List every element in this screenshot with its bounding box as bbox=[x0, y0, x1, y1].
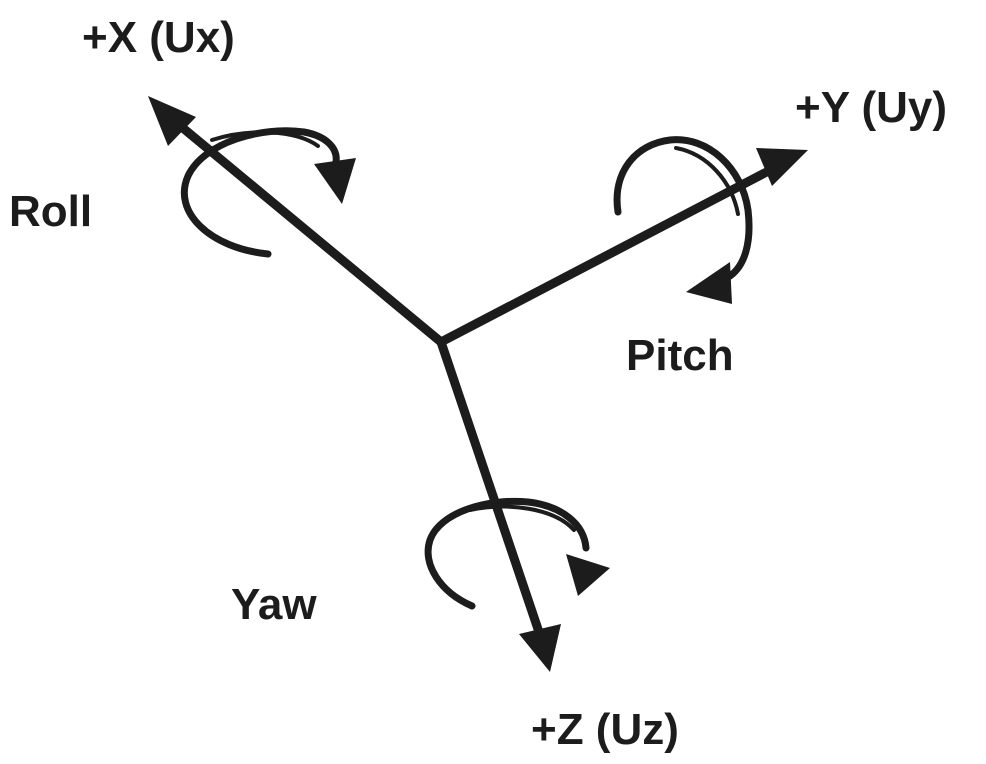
y-axis bbox=[436, 148, 808, 347]
x-axis-line bbox=[167, 114, 446, 347]
y-axis-arrowhead bbox=[756, 148, 808, 186]
yaw-rotation-arrow bbox=[424, 497, 610, 610]
x-axis-arrowhead bbox=[148, 96, 196, 146]
z-axis-label: +Z (Uz) bbox=[531, 705, 679, 754]
roll-label: Roll bbox=[9, 187, 93, 236]
roll-rotation-arrow bbox=[180, 127, 356, 258]
pitch-label: Pitch bbox=[626, 331, 734, 380]
x-axis bbox=[148, 96, 446, 347]
z-axis-arrowhead bbox=[519, 624, 561, 672]
z-axis-line bbox=[436, 337, 546, 643]
yaw-label: Yaw bbox=[231, 580, 317, 629]
z-axis bbox=[436, 337, 561, 672]
pitch-rotation-arrow bbox=[613, 136, 753, 304]
y-axis-line bbox=[436, 160, 785, 347]
y-axis-label: +Y (Uy) bbox=[795, 83, 948, 132]
x-axis-label: +X (Ux) bbox=[82, 13, 235, 62]
